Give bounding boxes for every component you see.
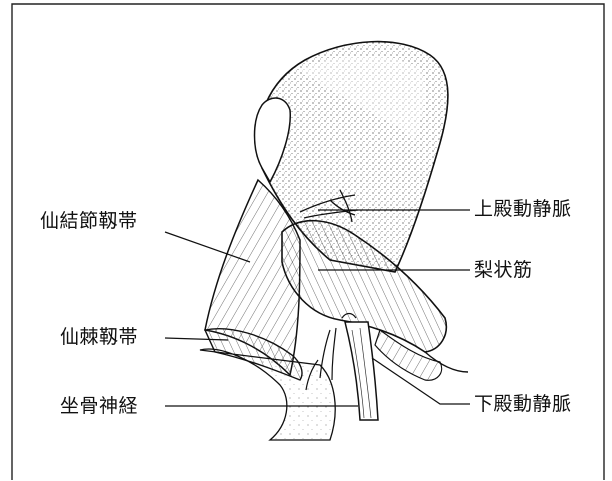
- label-sciatic-nerve: 坐骨神経: [60, 397, 138, 416]
- label-sacrospinous-ligament: 仙棘靱帯: [60, 328, 138, 347]
- sciatic-nerve-shape: [345, 322, 378, 420]
- label-piriformis: 梨状筋: [474, 261, 533, 280]
- label-inferior-gluteal-vessels: 下殿動静脈: [474, 395, 572, 414]
- label-sacrotuberous-ligament: 仙結節靱帯: [40, 212, 138, 231]
- label-superior-gluteal-vessels: 上殿動静脈: [474, 200, 572, 219]
- ischium-shape: [200, 349, 335, 440]
